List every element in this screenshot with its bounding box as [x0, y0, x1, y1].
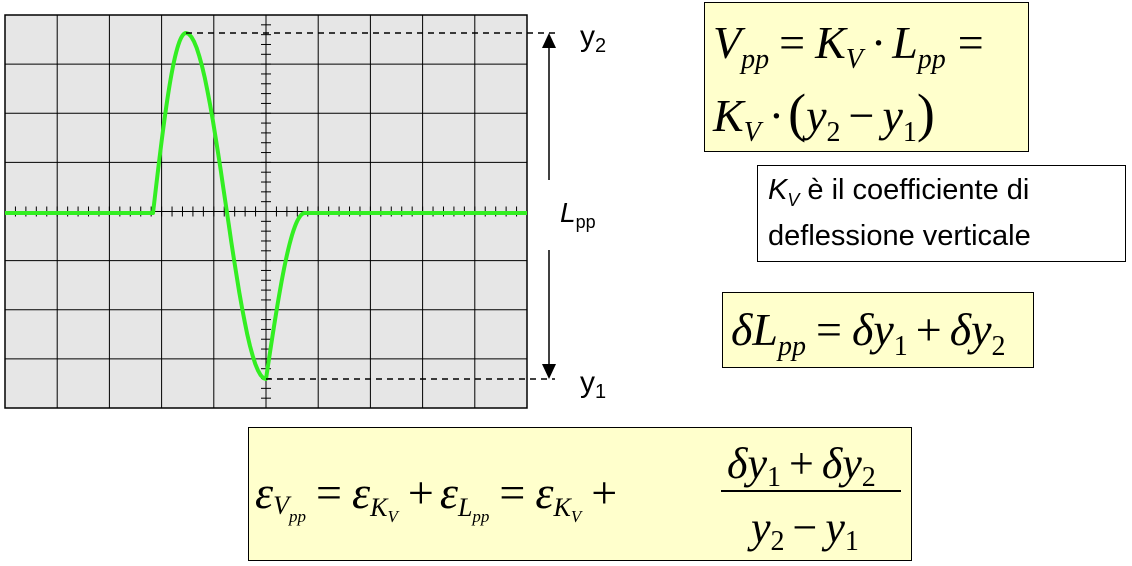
svg-text:y2−y1: y2−y1 — [747, 503, 859, 557]
lpp-label: Lpp — [560, 197, 596, 232]
svg-text:KV·(y2−y1): KV·(y2−y1) — [712, 83, 935, 148]
svg-text:εVpp=εKV+εLpp=εKV+: εVpp=εKV+εLpp=εKV+ — [255, 467, 617, 526]
y1-label: y1 — [580, 366, 606, 403]
formula-dlpp-box: δLpp=δy1+δy2 — [722, 292, 1034, 368]
kv-note: KV è il coefficiente di deflessione vert… — [757, 165, 1126, 262]
svg-text:δLpp=δy1+δy2: δLpp=δy1+δy2 — [731, 304, 1006, 362]
signal-trace — [5, 31, 527, 381]
svg-text:Vpp=KV·Lpp=: Vpp=KV·Lpp= — [713, 17, 984, 75]
formula-error: εVpp=εKV+εLpp=εKV+ δy1+δy2 y2−y1 — [255, 439, 901, 557]
formula-dlpp: δLpp=δy1+δy2 — [731, 304, 1006, 362]
arrow-up-icon — [542, 33, 556, 48]
kv-description: è il coefficiente di deflessione vertica… — [768, 174, 1031, 252]
formula-error-box: εVpp=εKV+εLpp=εKV+ δy1+δy2 y2−y1 — [248, 427, 912, 561]
svg-text:δy1+δy2: δy1+δy2 — [727, 439, 876, 493]
symbol-v: V — [713, 17, 746, 68]
kv-symbol: KV — [768, 174, 800, 210]
arrow-down-icon — [542, 364, 556, 379]
formula-vpp: Vpp=KV·Lpp= KV·(y2−y1) — [712, 17, 984, 148]
y2-label: y2 — [580, 20, 606, 57]
formula-vpp-box: Vpp=KV·Lpp= KV·(y2−y1) — [704, 2, 1029, 152]
